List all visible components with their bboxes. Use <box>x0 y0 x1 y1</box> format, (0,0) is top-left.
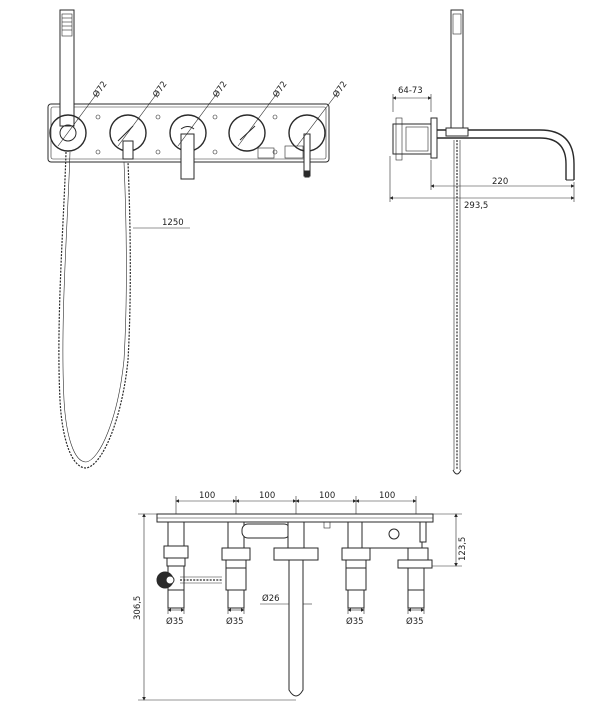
spout-diameter-label: Ø26 <box>262 593 280 604</box>
diameter-leaders <box>57 91 339 147</box>
rosette-3 <box>169 114 207 180</box>
valve-body-5 <box>397 547 433 609</box>
bottom-view: 100 100 100 100 <box>133 491 468 701</box>
body-diameter-dims <box>167 608 425 614</box>
total-height-label: 306,5 <box>133 596 143 620</box>
body-diameter-label-1: Ø35 <box>166 616 184 627</box>
hose-length-label: 1250 <box>162 218 184 228</box>
diameter-label-4: Ø72 <box>270 79 289 100</box>
depth-range-label: 64-73 <box>398 86 423 96</box>
spout <box>437 129 575 180</box>
body-diameter-label-2: Ø35 <box>226 616 244 627</box>
hand-shower <box>59 9 75 127</box>
valve-body-2 <box>221 521 251 609</box>
spacing-dimension <box>175 496 417 514</box>
shower-hose <box>58 151 131 469</box>
rosette-2 <box>109 114 147 160</box>
spacing-label-3: 100 <box>319 491 335 501</box>
diameter-label-1: Ø72 <box>90 79 109 100</box>
rosette-1 <box>49 114 87 152</box>
plate-holes <box>95 114 278 155</box>
diameter-label-2: Ø72 <box>150 79 169 100</box>
rosette-4 <box>228 114 275 159</box>
spacing-label-4: 100 <box>379 491 395 501</box>
wall-block <box>392 123 432 155</box>
rosette-5 <box>284 114 326 178</box>
front-view: Ø72 Ø72 Ø72 Ø72 Ø72 1250 <box>47 9 350 469</box>
total-depth-label: 293,5 <box>464 201 488 211</box>
diameter-label-3: Ø72 <box>210 79 229 100</box>
body-diameter-label-4: Ø35 <box>406 616 424 627</box>
valve-body-1 <box>156 521 189 609</box>
spacing-label-1: 100 <box>199 491 215 501</box>
valve-body-3-spout <box>273 521 331 697</box>
side-view: 64-73 220 293,5 <box>389 9 575 475</box>
diameter-label-5: Ø72 <box>330 79 349 100</box>
body-diameter-label-3: Ø35 <box>346 616 364 627</box>
spout-reach-label: 220 <box>492 177 508 187</box>
valve-body-4 <box>341 521 371 609</box>
spacing-label-2: 100 <box>259 491 275 501</box>
height-label: 123,5 <box>458 537 468 561</box>
